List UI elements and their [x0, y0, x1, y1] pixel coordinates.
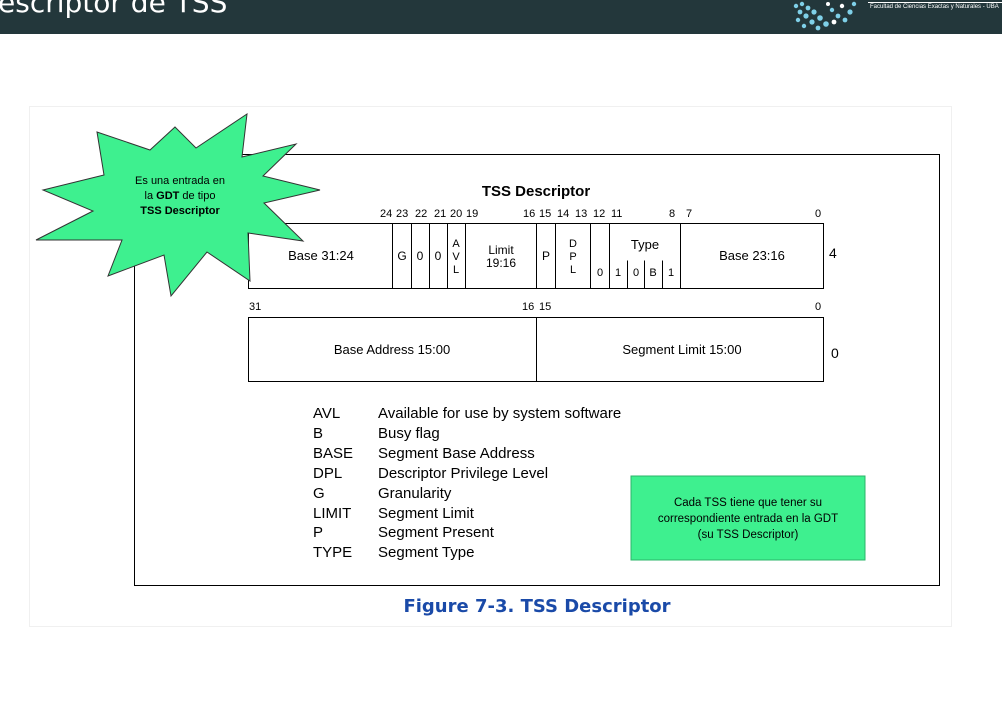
field-base-31-24: Base 31:24 [288, 248, 354, 263]
starburst-text: la [145, 190, 157, 202]
upper-bit-numbers: 24 23 22 21 20 19 16 15 14 13 12 11 8 7 … [380, 208, 821, 220]
type-bit: B [649, 267, 656, 279]
legend-abbr: BASE [313, 445, 353, 462]
note-line: correspondiente entrada en la GDT [658, 513, 838, 525]
field-zero: 0 [597, 267, 603, 279]
legend-desc: Descriptor Privilege Level [378, 465, 548, 482]
bit-number: 0 [815, 208, 821, 220]
starburst-line: la GDT de tipo [145, 190, 216, 202]
logo-divider [868, 2, 1002, 3]
bit-number: 24 [380, 208, 392, 220]
field-dpl: L [570, 264, 576, 276]
legend-desc: Segment Base Address [378, 445, 535, 462]
type-bit: 0 [633, 267, 639, 279]
field-zero: 0 [435, 249, 442, 263]
bit-number: 7 [686, 208, 692, 220]
legend-abbr: TYPE [313, 544, 352, 561]
legend-abbr: AVL [313, 405, 340, 422]
legend-abbr: P [313, 524, 323, 541]
bit-number: 20 [450, 208, 462, 220]
bit-number: 13 [575, 208, 587, 220]
legend-abbr: G [313, 485, 325, 502]
note-line: Cada TSS tiene que tener su [674, 497, 822, 509]
note-box [630, 475, 866, 561]
bit-number: 22 [415, 208, 427, 220]
bit-number: 15 [539, 208, 551, 220]
bit-number: 15 [539, 301, 551, 313]
legend-desc: Segment Type [378, 544, 474, 561]
faculty-name: Facultad de Ciencias Exactas y Naturales… [870, 4, 999, 10]
bit-number: 23 [396, 208, 408, 220]
bit-number: 12 [593, 208, 605, 220]
lower-word-box [248, 317, 824, 382]
bit-number: 0 [815, 301, 821, 313]
figure-title: TSS Descriptor [482, 183, 591, 200]
field-p: P [542, 249, 550, 263]
word-offset: 4 [829, 245, 837, 261]
bit-number: 16 [522, 301, 534, 313]
figure-frame [134, 154, 940, 586]
bit-number: 16 [523, 208, 535, 220]
legend-abbr: LIMIT [313, 505, 351, 522]
field-segment-limit: Segment Limit 15:00 [622, 342, 741, 357]
legend-abbr: B [313, 425, 323, 442]
legend-desc: Segment Present [378, 524, 495, 541]
bit-number: 14 [557, 208, 569, 220]
note-line: (su TSS Descriptor) [698, 529, 799, 541]
bit-number: 19 [466, 208, 478, 220]
bit-number: 21 [434, 208, 446, 220]
field-zero: 0 [417, 249, 424, 263]
word-offset: 0 [831, 345, 839, 361]
field-dpl: P [569, 251, 576, 263]
type-bit: 1 [668, 267, 674, 279]
bit-number: 11 [611, 208, 622, 220]
legend: AVL Available for use by system software… [313, 405, 621, 561]
field-type: Type [631, 237, 659, 252]
field-g: G [397, 249, 406, 263]
field-limit: 19:16 [486, 256, 516, 270]
legend-desc: Granularity [378, 485, 452, 502]
legend-desc: Busy flag [378, 425, 440, 442]
field-avl: L [453, 264, 459, 276]
legend-desc: Available for use by system software [378, 405, 621, 422]
bit-number: 31 [249, 301, 261, 313]
field-base-address: Base Address 15:00 [334, 342, 450, 357]
field-avl: A [452, 238, 460, 250]
starburst-line: Es una entrada en [135, 175, 225, 187]
starburst-text: de tipo [179, 190, 215, 202]
legend-desc: Segment Limit [378, 505, 475, 522]
field-dpl: D [569, 238, 577, 250]
starburst-line: TSS Descriptor [140, 205, 220, 217]
type-bit: 1 [615, 267, 621, 279]
starburst-gdt: GDT [156, 190, 180, 202]
figure-caption-wrap: Figure 7-3. TSS Descriptor [403, 596, 670, 617]
bit-number: 8 [669, 208, 675, 220]
starburst-callout [35, 112, 321, 298]
legend-abbr: DPL [313, 465, 342, 482]
faculty-logo [793, 1, 857, 31]
slide-title: escriptor de TSS [0, 0, 228, 19]
slide-header: escriptor de TSS Facultad de Ciencias Ex… [0, 0, 1002, 34]
field-limit: Limit [488, 243, 514, 257]
field-avl: V [452, 251, 460, 263]
figure-caption: Figure 7-3. TSS Descriptor [403, 596, 670, 617]
field-base-23-16: Base 23:16 [719, 248, 785, 263]
